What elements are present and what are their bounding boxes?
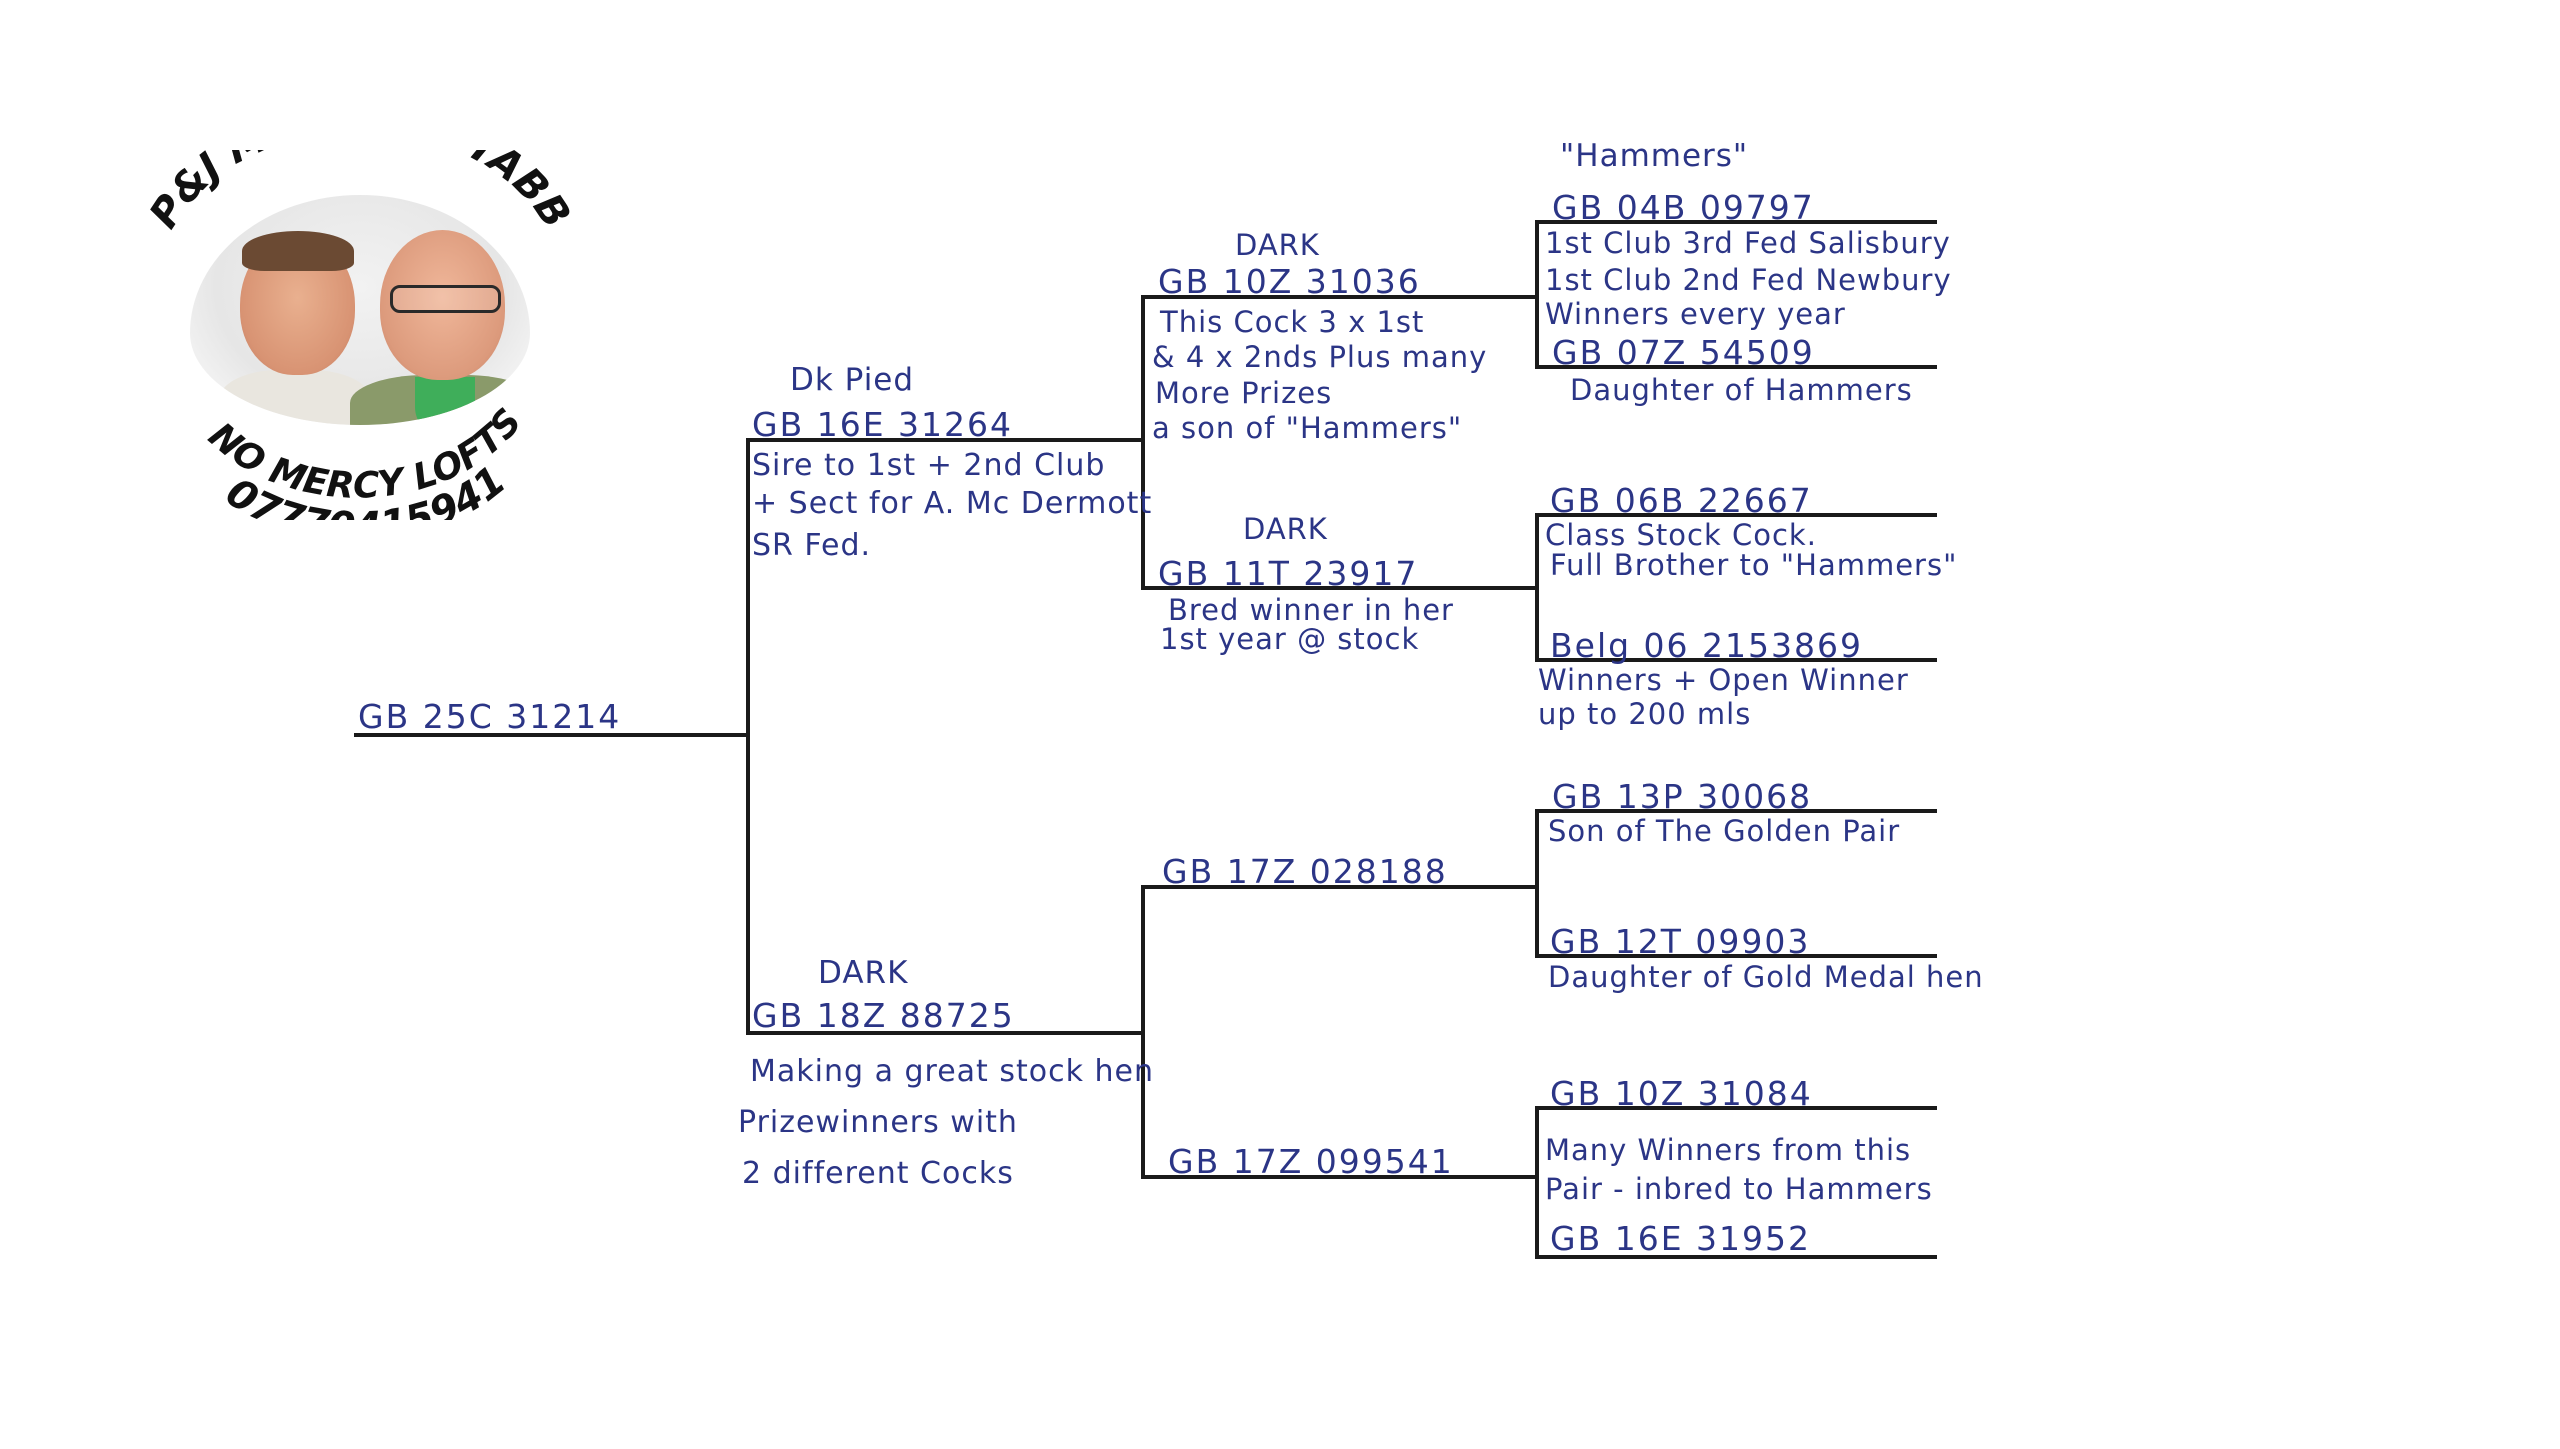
sire-sire-ring: GB 10Z 31036 bbox=[1158, 262, 1421, 301]
subject-ring: GB 25C 31214 bbox=[358, 697, 622, 736]
g1-note-2: 1st Club 2nd Fed Newbury bbox=[1545, 263, 1952, 297]
sire-sire-color: DARK bbox=[1235, 228, 1320, 262]
sire-dam-ring: GB 11T 23917 bbox=[1158, 554, 1419, 593]
sire-sire-note-3: More Prizes bbox=[1155, 376, 1333, 410]
sire-dam-note-1: Bred winner in her bbox=[1168, 593, 1454, 627]
g3-note-1: Class Stock Cock. bbox=[1545, 518, 1817, 552]
g4-note-2: up to 200 mls bbox=[1538, 697, 1752, 731]
dam-note-3: 2 different Cocks bbox=[742, 1156, 1014, 1191]
dam-note-2: Prizewinners with bbox=[738, 1105, 1018, 1140]
sire-sire-note-1: This Cock 3 x 1st bbox=[1160, 305, 1425, 339]
g6-ring: GB 12T 09903 bbox=[1550, 922, 1811, 961]
g4-ring: Belg 06 2153869 bbox=[1550, 626, 1863, 665]
g1-note-3: Winners every year bbox=[1545, 297, 1846, 331]
sire-color: Dk Pied bbox=[790, 362, 915, 398]
dam-color: DARK bbox=[818, 955, 909, 991]
sire-sire-note-2: & 4 x 2nds Plus many bbox=[1152, 340, 1488, 374]
g5-ring: GB 13P 30068 bbox=[1552, 777, 1813, 816]
dam-dam-ring: GB 17Z 099541 bbox=[1168, 1142, 1454, 1181]
sire-note-1: Sire to 1st + 2nd Club bbox=[752, 448, 1106, 483]
g8-ring: GB 16E 31952 bbox=[1550, 1219, 1812, 1258]
g1-ring: GB 04B 09797 bbox=[1552, 188, 1815, 227]
sire-note-3: SR Fed. bbox=[752, 528, 872, 563]
g1-note-1: 1st Club 3rd Fed Salisbury bbox=[1545, 226, 1951, 260]
sire-dam-color: DARK bbox=[1243, 512, 1328, 546]
logo-badge: P&J MARTIN & TABB NO MERCY LOFTS 0777041… bbox=[140, 150, 580, 520]
logo-text-arcs: P&J MARTIN & TABB NO MERCY LOFTS 0777041… bbox=[141, 150, 579, 520]
logo-top-text: P&J MARTIN & TABB bbox=[141, 150, 579, 236]
g3-ring: GB 06B 22667 bbox=[1550, 481, 1813, 520]
g5-note-1: Son of The Golden Pair bbox=[1548, 814, 1901, 848]
g2-note-1: Daughter of Hammers bbox=[1570, 373, 1913, 407]
g6-note-1: Daughter of Gold Medal hen bbox=[1548, 960, 1984, 994]
g3-note-2: Full Brother to "Hammers" bbox=[1550, 548, 1958, 582]
g7-note-1: Many Winners from this bbox=[1545, 1133, 1912, 1167]
dam-note-1: Making a great stock hen bbox=[750, 1054, 1154, 1089]
g7-ring: GB 10Z 31084 bbox=[1550, 1074, 1813, 1113]
g2-ring: GB 07Z 54509 bbox=[1552, 333, 1815, 372]
sire-dam-note-2: 1st year @ stock bbox=[1160, 622, 1420, 656]
sire-ring: GB 16E 31264 bbox=[752, 405, 1014, 444]
dam-ring: GB 18Z 88725 bbox=[752, 996, 1015, 1035]
g7-note-2: Pair - inbred to Hammers bbox=[1545, 1172, 1933, 1206]
g1-title: "Hammers" bbox=[1560, 138, 1749, 174]
sire-sire-note-4: a son of "Hammers" bbox=[1152, 411, 1463, 445]
sire-note-2: + Sect for A. Mc Dermott bbox=[752, 486, 1153, 521]
dam-sire-ring: GB 17Z 028188 bbox=[1162, 852, 1448, 891]
two-men-portrait-icon bbox=[190, 195, 530, 425]
g4-note-1: Winners + Open Winner bbox=[1538, 663, 1909, 697]
